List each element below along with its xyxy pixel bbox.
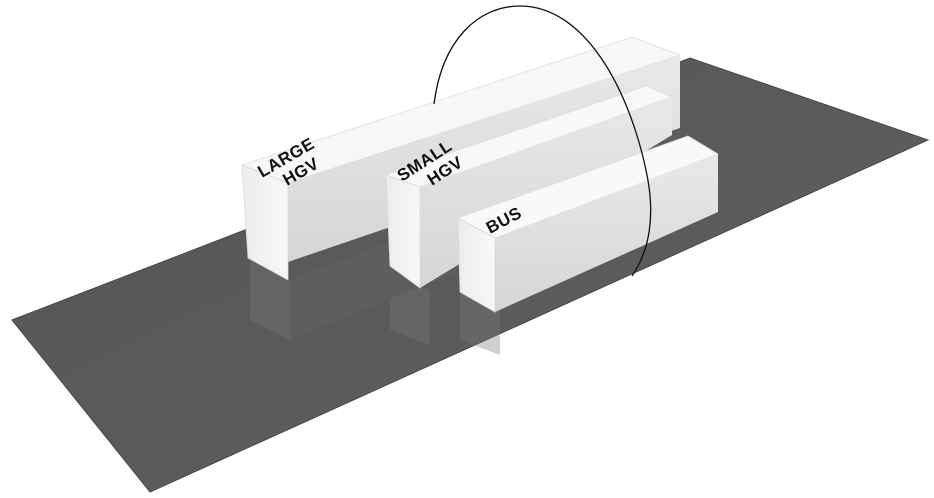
bus-front [458,218,495,312]
bus-side [495,154,718,312]
bus-block: BUS [457,135,719,313]
small-hgv-front [386,175,420,288]
large-hgv-front [242,165,288,280]
clearance-arc [433,5,652,277]
